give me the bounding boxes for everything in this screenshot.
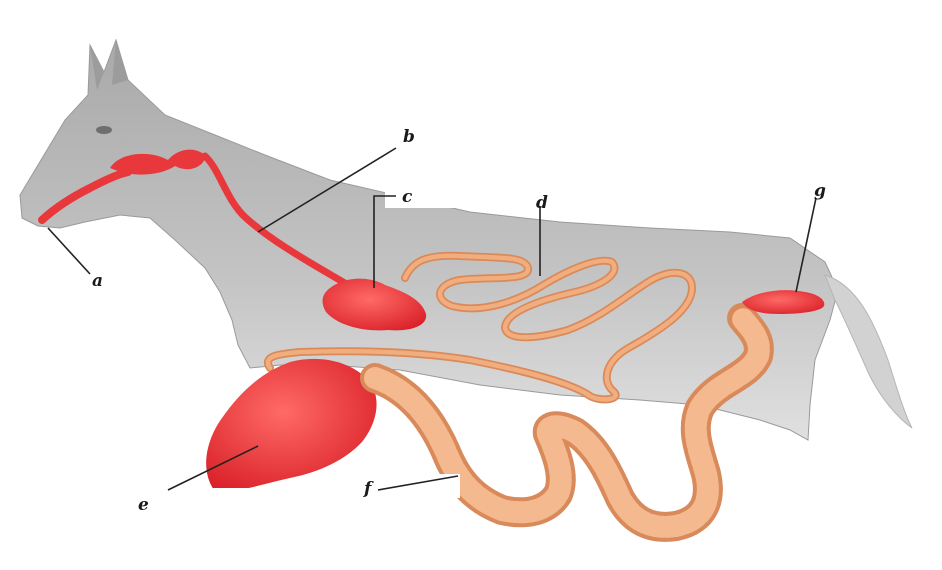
label-bg-a <box>55 268 163 294</box>
label-bg-e <box>100 488 288 528</box>
label-a: a <box>92 271 103 291</box>
label-d: d <box>536 193 548 213</box>
label-c: c <box>402 187 413 207</box>
horse-eye <box>96 126 112 134</box>
label-b: b <box>403 127 415 147</box>
horse-tail <box>825 275 912 428</box>
pointer-a <box>48 228 90 274</box>
label-g: g <box>814 181 826 201</box>
label-e: e <box>138 495 149 515</box>
cecum <box>206 359 376 491</box>
